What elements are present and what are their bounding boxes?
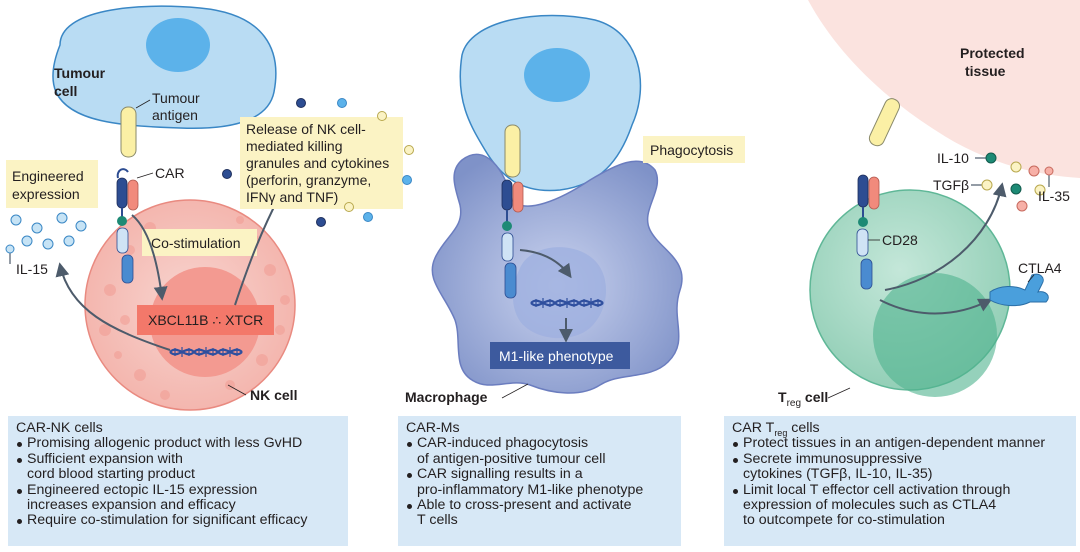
panel-car-treg-list: Protect tissues in an antigen-dependent …: [732, 435, 1068, 529]
panel-car-m-title: CAR-Ms: [406, 420, 460, 436]
tumour-nucleus-macro: [524, 48, 590, 102]
tumour-nucleus-nk: [146, 18, 210, 72]
macrophage-nucleus: [512, 247, 607, 339]
il15-label: IL-15: [16, 261, 48, 277]
tgfb-label: TGFβ: [933, 177, 969, 193]
xbcl-label: XBCL11B ∴ XTCR: [148, 312, 263, 328]
protected-tissue: [808, 0, 1080, 178]
treg-cytokine-dots: [1010, 161, 1046, 212]
release-granules-box: [240, 117, 403, 209]
panel-car-nk-list: Promising allogenic product with less Gv…: [16, 435, 340, 528]
cytokine-secretion-arrow: [884, 182, 1007, 291]
release-line-2: mediated killing: [246, 138, 343, 154]
treg-nucleus: [873, 273, 997, 397]
list-item: Protect tissues in an antigen-dependent …: [732, 435, 1068, 451]
tumour-antigen-shape: [120, 106, 137, 158]
list-item: Limit local T effector cell activation t…: [732, 482, 1068, 529]
nk-cell-illustration: Tumour cell Tumour antigen CAR: [5, 5, 414, 411]
panel-car-nk-title: CAR-NK cells: [16, 420, 103, 436]
xbcl-box: [137, 305, 274, 335]
protected-tissue-label-2: tissue: [965, 63, 1006, 79]
car-signal-arrow-nk: [131, 214, 168, 301]
panel-car-nk: CAR-NK cells Promising allogenic product…: [8, 416, 348, 546]
ctla4-arrow: [879, 298, 993, 315]
engineered-label-1: Engineered: [12, 168, 84, 184]
m1-phenotype-box: [490, 342, 630, 369]
release-line-1: Release of NK cell-: [246, 121, 366, 137]
release-line-4: (perforin, granzyme,: [246, 172, 371, 188]
tumour-cell-label-2: cell: [54, 83, 77, 99]
tissue-antigen: [868, 98, 901, 147]
release-line-3: granules and cytokines: [246, 155, 389, 171]
ctla4-label: CTLA4: [1018, 260, 1062, 276]
list-item: Promising allogenic product with less Gv…: [16, 435, 340, 451]
car-label-nk: CAR: [155, 165, 185, 181]
costimulation-label: Co-stimulation: [151, 235, 240, 251]
car-signal-arrow-macro: [519, 249, 572, 279]
il10-label: IL-10: [937, 150, 969, 166]
macrophage-illustration: M1-like phenotype Phagocytosis Macrophag…: [405, 14, 745, 405]
engineered-expression-box: [6, 160, 98, 208]
phagocytosis-label: Phagocytosis: [650, 142, 733, 158]
protected-tissue-label-1: Protected: [960, 45, 1025, 61]
tumour-antigen-label-2: antigen: [152, 107, 198, 123]
car-receptor-treg: [856, 174, 880, 290]
tumour-antigen-macro: [504, 124, 521, 178]
car-receptor-nk: [116, 168, 139, 284]
tgfb-molecule: [981, 179, 993, 191]
cytokine-granules: [222, 98, 414, 227]
list-item: Require co-stimulation for significant e…: [16, 513, 340, 528]
treg-cell-label: Treg cell: [778, 389, 828, 409]
panel-car-treg: CAR Treg cells Protect tissues in an ant…: [724, 416, 1076, 546]
engineered-label-2: expression: [12, 186, 80, 202]
tumour-cell-label-1: Tumour: [54, 65, 106, 81]
car-receptor-macro: [501, 179, 524, 299]
macrophage-label: Macrophage: [405, 389, 488, 405]
ctla4-molecule: [989, 273, 1049, 307]
costimulation-box: [142, 229, 257, 256]
il35-label: IL-35: [1038, 188, 1070, 204]
release-line-5: IFNγ and TNF): [246, 189, 338, 205]
tumour-antigen-label-1: Tumour: [152, 90, 200, 106]
panel-car-treg-title: CAR Treg cells: [732, 420, 820, 438]
m1-phenotype-label: M1-like phenotype: [499, 348, 614, 364]
treg-illustration: Protected tissue CD28 IL-10 TGFβ: [778, 0, 1080, 409]
phagocytosis-box: [643, 136, 745, 163]
il10-molecule: [985, 152, 997, 164]
cd28-label: CD28: [882, 232, 918, 248]
nk-cell-label: NK cell: [250, 387, 297, 403]
il15-molecules: [10, 212, 87, 250]
il15-secretion-arrow: [55, 262, 171, 351]
